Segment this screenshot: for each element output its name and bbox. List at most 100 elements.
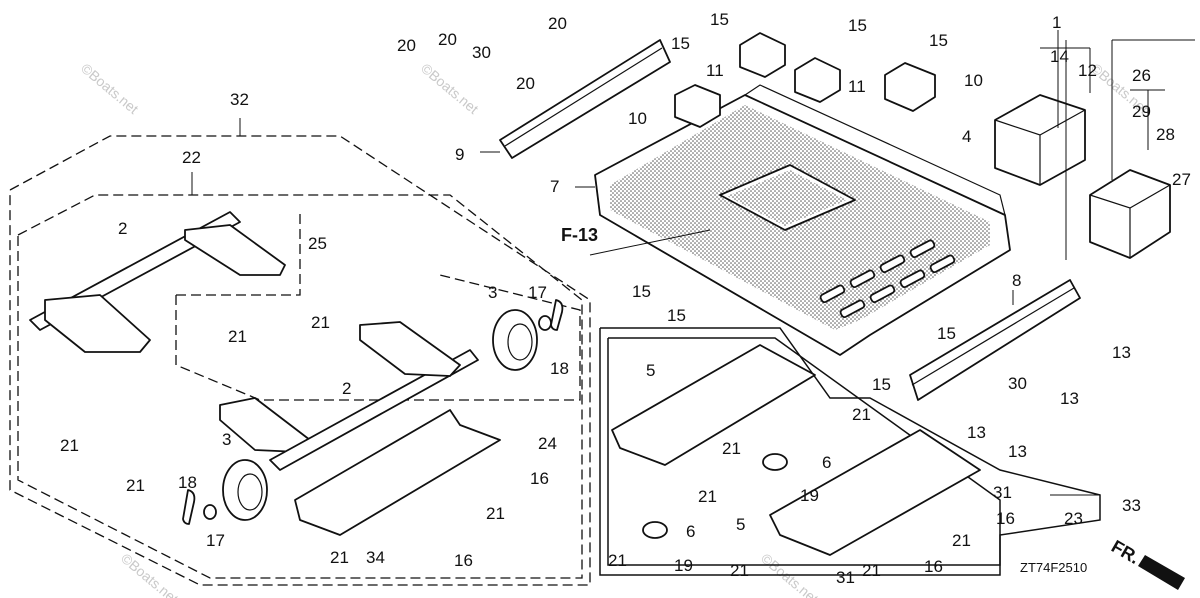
batteries — [994, 94, 1171, 259]
callout-13: 13 — [1112, 343, 1131, 362]
group-box-32 — [9, 135, 591, 586]
group-box-22 — [17, 194, 583, 579]
roller-3-lower — [222, 459, 268, 521]
bracket-8 — [909, 279, 1081, 401]
main-frame — [594, 84, 1011, 356]
callout-21: 21 — [722, 439, 741, 458]
callout-34: 34 — [366, 548, 385, 567]
callout-20: 20 — [397, 36, 416, 55]
watermark: ©Boats.net — [78, 60, 142, 117]
callout-28: 28 — [1156, 125, 1175, 144]
rubber-6 — [762, 453, 788, 471]
callout-15: 15 — [848, 16, 867, 35]
pin-18 — [550, 299, 564, 331]
callout-26: 26 — [1132, 66, 1151, 85]
callout-21: 21 — [862, 561, 881, 580]
mount-10-left — [674, 84, 721, 128]
side-bracket-right — [909, 279, 1081, 401]
slot — [879, 254, 906, 274]
rollers — [182, 299, 564, 525]
frame-back-wall — [744, 84, 1006, 216]
callout-11: 11 — [848, 77, 866, 96]
rubber-mounts — [674, 32, 936, 128]
frame-25-plate — [184, 224, 286, 276]
slot — [929, 254, 956, 274]
mount-10-right — [884, 62, 936, 112]
slot — [869, 284, 896, 304]
callout-20: 20 — [548, 14, 567, 33]
bracket-fold — [911, 287, 1075, 386]
callout-13: 13 — [1008, 442, 1027, 461]
diagram-code: ZT74F2510 — [1020, 560, 1087, 575]
callout-13: 13 — [1060, 389, 1079, 408]
side-bracket-left — [499, 39, 671, 159]
roller-hub — [237, 473, 263, 511]
callout-11: 11 — [706, 61, 724, 80]
callout-17: 17 — [206, 531, 225, 550]
slot — [899, 269, 926, 289]
rail-brackets-5 — [611, 344, 981, 556]
watermark: ©Boats.net — [418, 60, 482, 117]
callout-5: 5 — [736, 515, 745, 534]
callout-21: 21 — [311, 313, 330, 332]
bracket-9 — [499, 39, 671, 159]
reference-f13: F-13 — [561, 225, 598, 245]
callout-3: 3 — [488, 283, 497, 302]
callout-19: 19 — [800, 486, 819, 505]
callout-16: 16 — [996, 509, 1015, 528]
callout-25: 25 — [308, 234, 327, 253]
callout-21: 21 — [698, 487, 717, 506]
callout-30: 30 — [1008, 374, 1027, 393]
frame-front-edge — [594, 174, 841, 356]
callout-19: 19 — [674, 556, 693, 575]
group-box-inner — [607, 337, 1001, 566]
slot — [849, 269, 876, 289]
callout-21: 21 — [852, 405, 871, 424]
watermark: ©Boats.net — [758, 550, 822, 598]
callout-15: 15 — [710, 10, 729, 29]
callout-15: 15 — [667, 306, 686, 325]
slot — [819, 284, 846, 304]
callout-30: 30 — [472, 43, 491, 62]
rail-bracket-5-upper — [611, 344, 816, 466]
roller-3-upper — [492, 309, 538, 371]
callout-20: 20 — [438, 30, 457, 49]
rubber-pads — [642, 453, 788, 539]
callout-33: 33 — [1122, 496, 1141, 515]
callout-21: 21 — [952, 531, 971, 550]
group-box-25 — [176, 210, 301, 296]
callout-29: 29 — [1132, 102, 1151, 121]
callout-2: 2 — [342, 379, 351, 398]
watermark: ©Boats.net — [118, 550, 182, 598]
callout-21: 21 — [608, 551, 627, 570]
washer-17 — [203, 504, 217, 520]
front-label: FR. — [1108, 536, 1143, 568]
callout-21: 21 — [330, 548, 349, 567]
callouts: 1 2 2 3 3 4 5 5 6 6 7 8 9 10 10 11 11 12… — [60, 10, 1191, 587]
callout-10: 10 — [628, 109, 647, 128]
roller-hub — [507, 323, 533, 361]
callout-27: 27 — [1172, 170, 1191, 189]
leader-f13 — [589, 229, 711, 256]
bracket-fold — [504, 47, 663, 147]
callout-21: 21 — [730, 561, 749, 580]
group-box-roller — [175, 274, 581, 401]
rubber-6 — [642, 521, 668, 539]
callout-21: 21 — [228, 327, 247, 346]
frame-2-upper-plate — [44, 294, 151, 353]
callout-10: 10 — [964, 71, 983, 90]
frame-slots — [819, 239, 956, 319]
callout-21: 21 — [60, 436, 79, 455]
callout-20: 20 — [516, 74, 535, 93]
callout-16: 16 — [530, 469, 549, 488]
mount-11-right — [794, 57, 841, 103]
callout-4: 4 — [962, 127, 971, 146]
rail-bracket-24 — [294, 409, 501, 536]
rail-bracket-5-lower — [769, 429, 981, 556]
frame-2-lower — [269, 349, 479, 471]
callout-6: 6 — [822, 453, 831, 472]
callout-9: 9 — [455, 145, 464, 164]
callout-15: 15 — [671, 34, 690, 53]
callout-18: 18 — [550, 359, 569, 378]
